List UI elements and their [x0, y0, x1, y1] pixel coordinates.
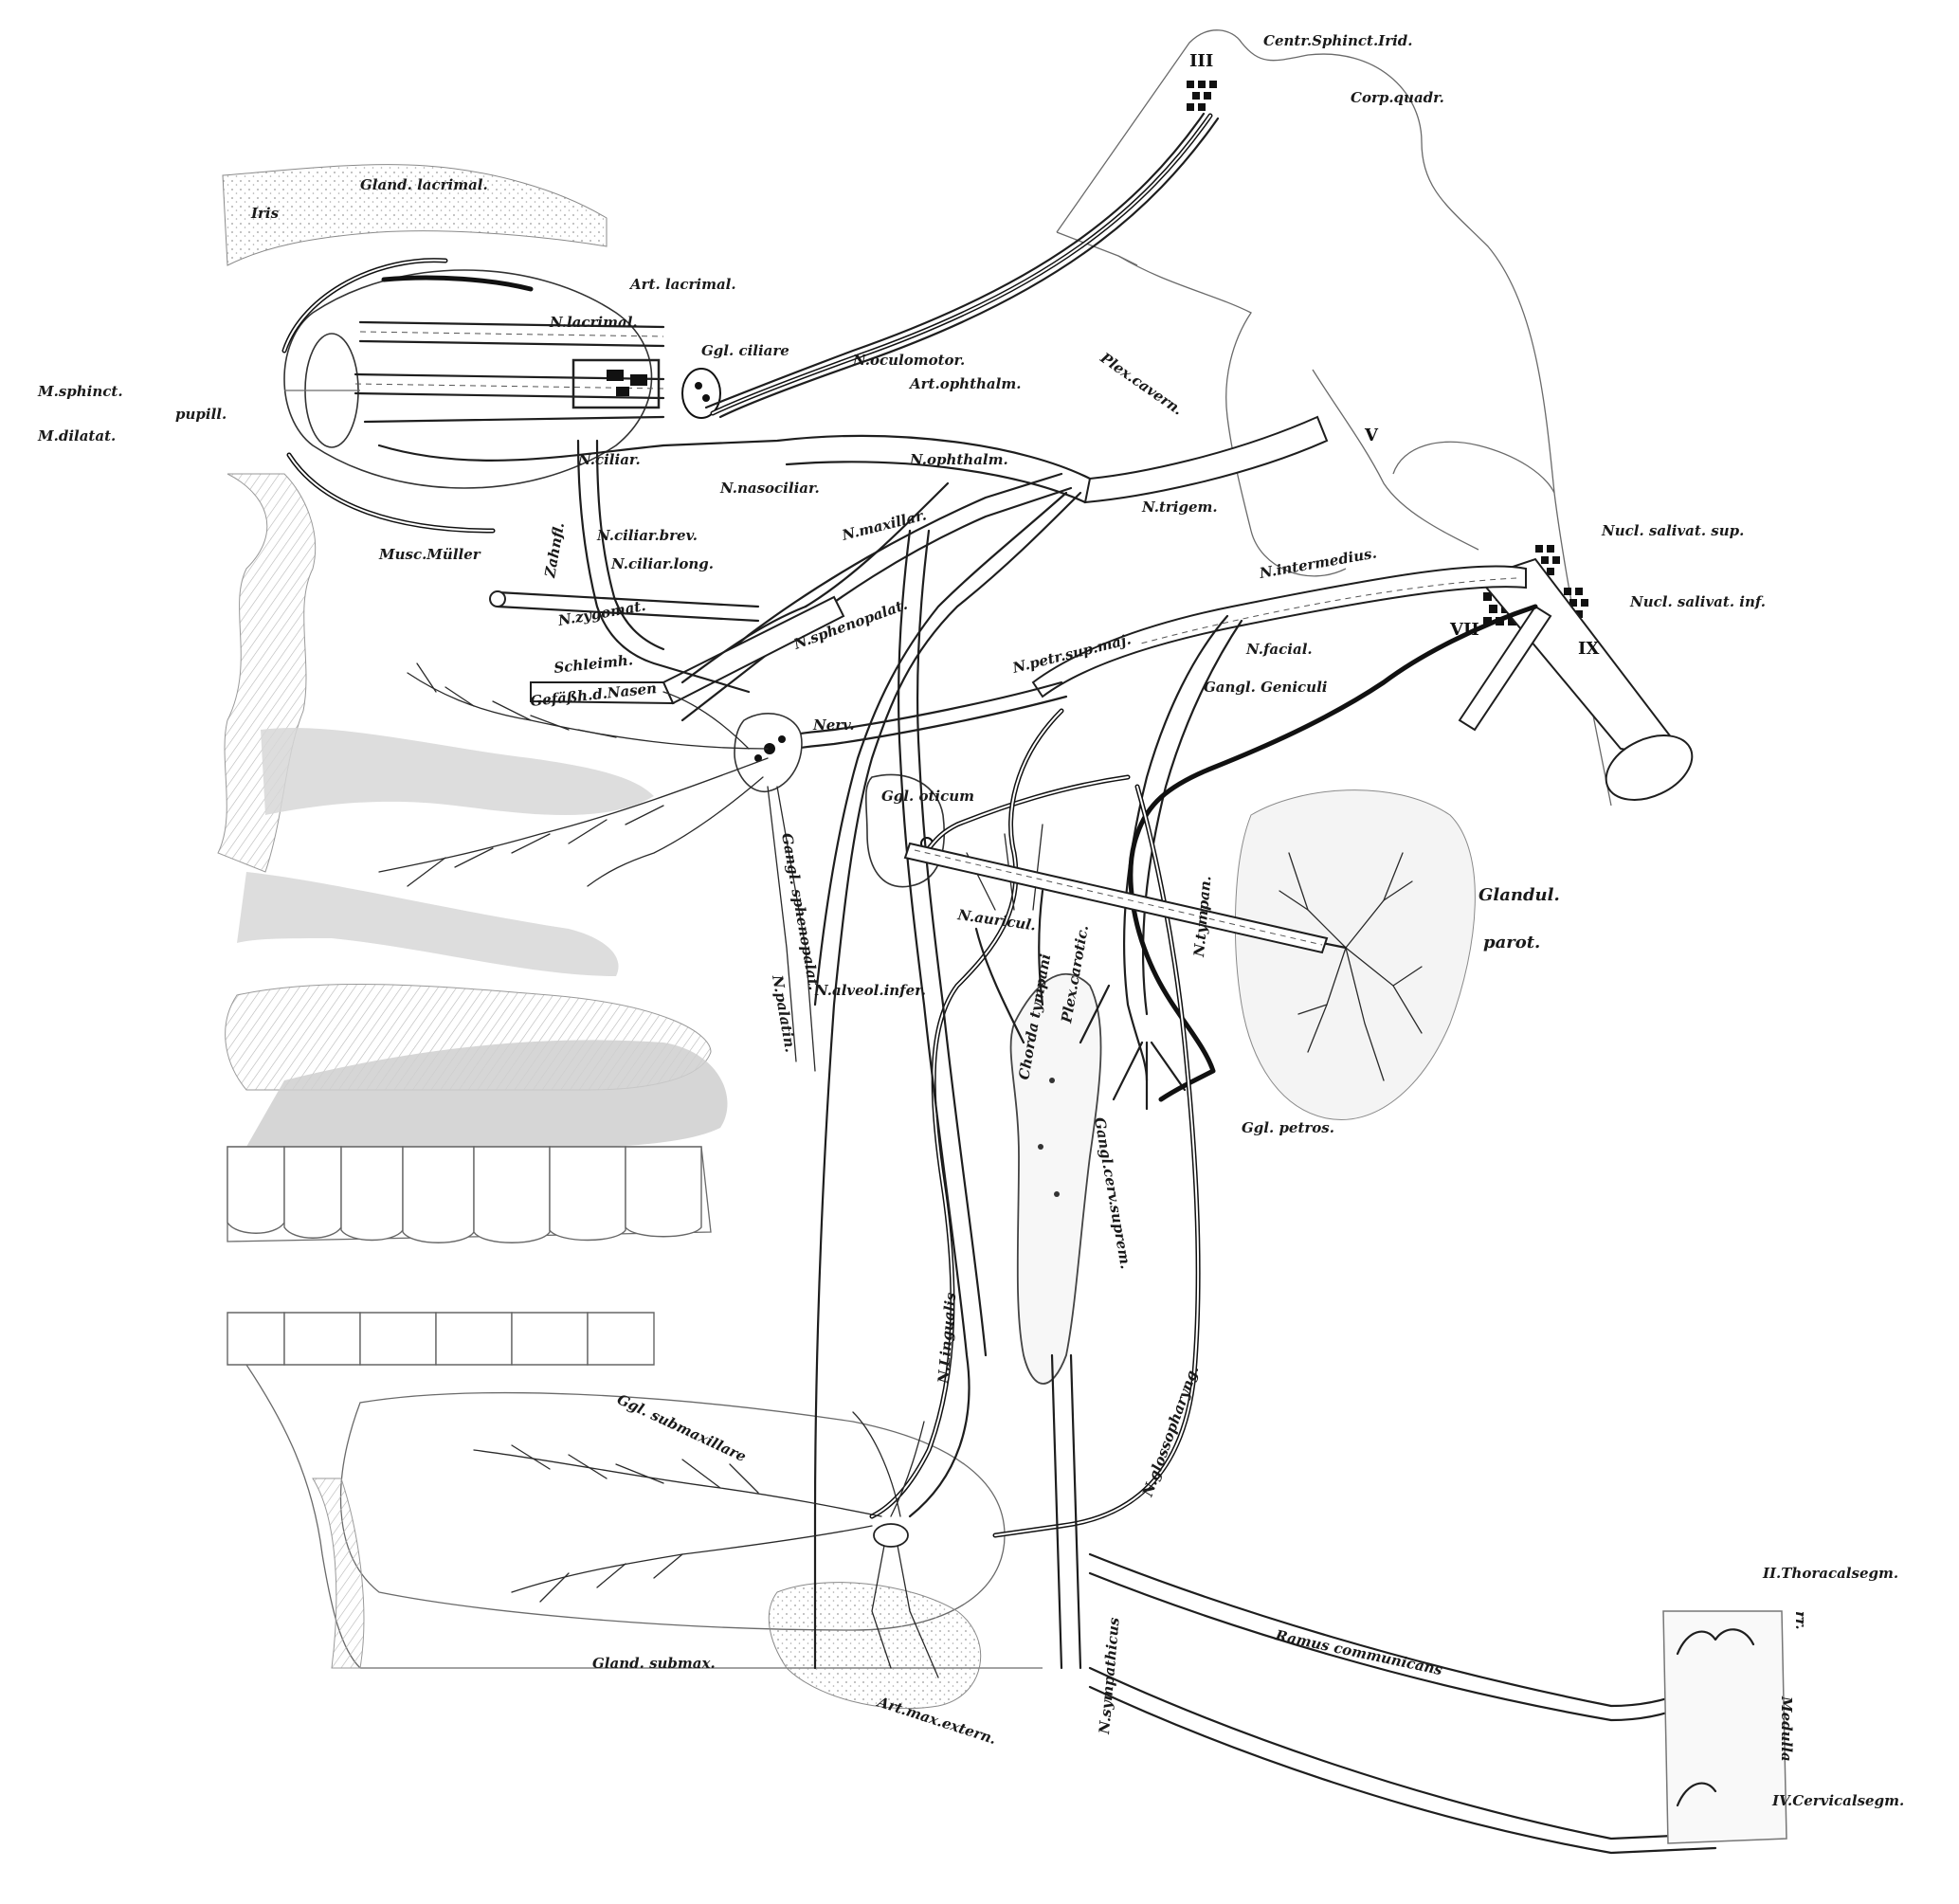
label-roman-v: V [1364, 426, 1379, 445]
label-roman-vii: VII [1449, 620, 1479, 640]
label-iris: Iris [250, 205, 280, 222]
trigeminal-tract [663, 417, 1327, 1668]
label-gland-submax: Gland. submax. [592, 1655, 716, 1672]
label-n-glossopharyng: N.glossopharyng. [1139, 1364, 1203, 1500]
label-m-sphinct: M.sphinct. [37, 383, 123, 400]
label-gland-lacrimal: Gland. lacrimal. [360, 176, 488, 193]
label-ramus-communicans: Ramus communicans [1273, 1626, 1444, 1678]
label-gangl-sphenopalat: Gangl. sphenopalat. [778, 832, 823, 992]
label-n-oculomotor: N.oculomotor. [852, 352, 965, 369]
label-zahnfl: Zahnfl. [541, 521, 568, 580]
spinal-cord-segment [1663, 1611, 1787, 1843]
label-roman-ix: IX [1578, 639, 1599, 659]
label-rr: rr. [1792, 1611, 1809, 1630]
ramus-communicans [1090, 1554, 1715, 1853]
parotid-gland-branches [1235, 790, 1475, 1120]
label-corp-quadr: Corp.quadr. [1351, 89, 1444, 106]
ciliary-nerve-bundles [355, 322, 663, 461]
label-gangl-geniculi: Gangl. Geniculi [1204, 679, 1328, 696]
oculomotor-nucleus [1187, 81, 1217, 111]
label-musc-muller: Musc.Müller [378, 546, 481, 563]
label-n-lacrimal: N.lacrimal. [549, 314, 638, 331]
label-art-ophthalm: Art.ophthalm. [908, 375, 1021, 392]
label-n-trigem: N.trigem. [1141, 499, 1218, 516]
label-n-ciliar-brev: N.ciliar.brev. [596, 527, 698, 544]
sphenopalatine-ganglion [735, 714, 802, 791]
label-n-ophthalm: N.ophthalm. [909, 451, 1008, 468]
label-n-tympan: N.tympan. [1190, 875, 1214, 958]
petrosal-sphenopalatine-tract [531, 483, 1066, 758]
label-n-ciliar-long: N.ciliar.long. [610, 555, 714, 572]
label-nerv: Nerv. [812, 716, 855, 734]
lower-teeth [227, 1313, 654, 1365]
label-ggl-ciliare: Ggl. ciliare [701, 342, 789, 359]
oculomotor-nerve-tract [706, 114, 1218, 417]
label-nucl-salivat-sup: Nucl. salivat. sup. [1601, 522, 1744, 539]
brainstem-outline [1057, 30, 1611, 806]
label-nucl-salivat-inf: Nucl. salivat. inf. [1629, 593, 1766, 610]
label-art-lacrimal: Art. lacrimal. [628, 276, 736, 293]
label-thoracalsegm: II.Thoracalsegm. [1762, 1565, 1898, 1582]
label-m-dilatat: M.dilatat. [37, 427, 116, 444]
label-n-alveol-infer: N.alveol.infer. [814, 982, 926, 999]
upper-teeth [227, 1147, 701, 1242]
label-n-auricul: N.auricul. [955, 906, 1037, 934]
label-ggl-petros: Ggl. petros. [1242, 1119, 1334, 1136]
label-glandul: Glandul. [1478, 885, 1560, 905]
label-ggl-submaxillare: Ggl. submaxillare [614, 1390, 749, 1465]
label-n-facial: N.facial. [1245, 641, 1313, 658]
label-roman-iii: III [1189, 51, 1213, 71]
label-schleimh: Schleimh. [553, 651, 634, 677]
label-pupill: pupill. [175, 406, 227, 423]
label-parot: parot. [1483, 933, 1540, 952]
label-n-zygomat: N.zygomat. [556, 597, 647, 629]
label-n-maxillar: N.maxillar. [840, 506, 929, 544]
label-centr-sphinct-irid: Centr.Sphinct.Irid. [1263, 32, 1413, 49]
label-n-nasociliar: N.nasociliar. [719, 480, 820, 497]
label-ggl-oticum: Ggl. oticum [881, 788, 974, 805]
label-gangl-cerv-suprem: Gangl.cerv.suprem. [1091, 1116, 1134, 1271]
label-medulla: Medulla [1778, 1695, 1795, 1762]
label-n-palatin: N.palatin. [769, 973, 799, 1054]
label-plex-cavern: Plex.cavern. [1097, 349, 1187, 419]
label-n-lingualis: N.Lingualis [934, 1292, 959, 1386]
label-n-ciliar: N.ciliar. [577, 451, 641, 468]
label-cervicalsegm: IV.Cervicalsegm. [1771, 1792, 1904, 1809]
label-n-sympathicus: N.sympathicus [1096, 1616, 1123, 1735]
